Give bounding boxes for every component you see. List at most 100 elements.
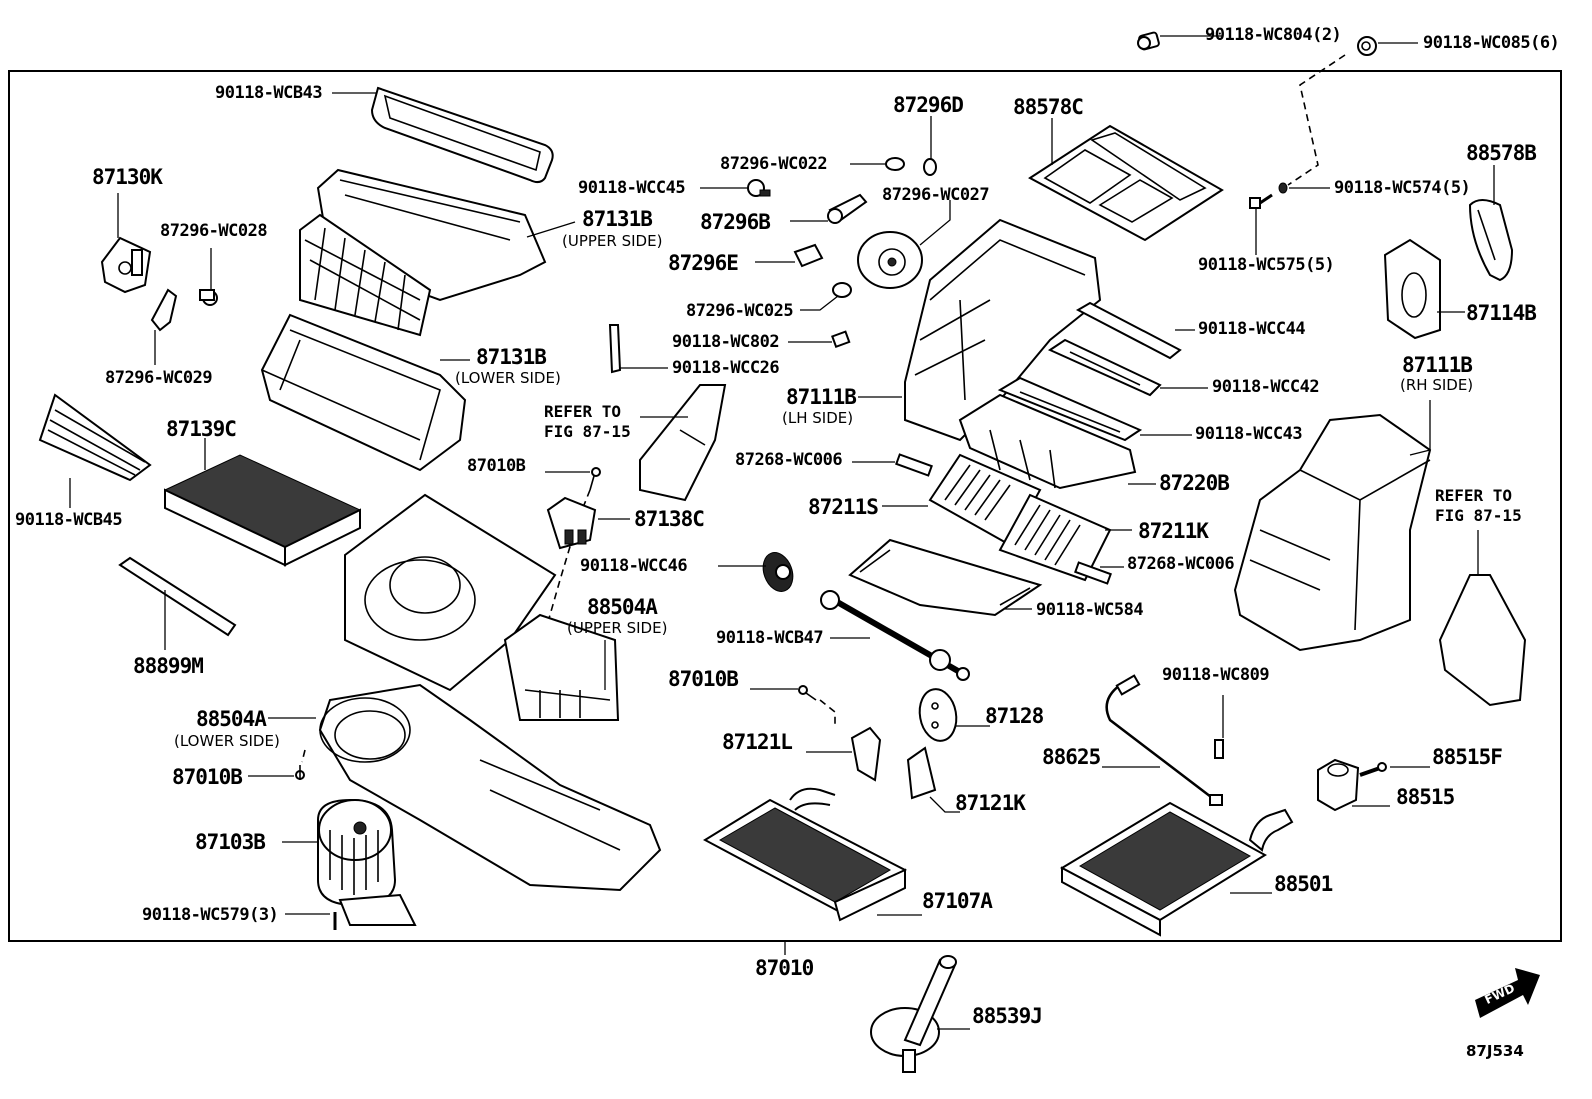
label-87211k[interactable]: 87211K: [1138, 519, 1209, 543]
label-88504a-lower[interactable]: 88504A: [196, 707, 267, 731]
case-88504a-upper-housing-icon: [344, 493, 557, 692]
note-lh-side: (LH SIDE): [782, 409, 854, 427]
refer-to-fig-left[interactable]: REFER TO FIG 87-15: [544, 402, 631, 441]
label-88578c[interactable]: 88578C: [1013, 95, 1084, 119]
drain-hose-88539j-icon: [870, 955, 957, 1073]
label-87139c[interactable]: 87139C: [166, 417, 237, 441]
label-90118-wcc45[interactable]: 90118-WCC45: [578, 178, 686, 198]
label-87296-wc022[interactable]: 87296-WC022: [720, 154, 828, 174]
screw-90118-wc575-icon: [1249, 193, 1273, 209]
label-87296b[interactable]: 87296B: [700, 210, 771, 234]
label-87296-wc025[interactable]: 87296-WC025: [686, 301, 794, 321]
case-87220b-icon: [958, 393, 1137, 490]
label-87010b-a[interactable]: 87010B: [467, 456, 526, 476]
case-88504a-lower-icon: [318, 683, 662, 892]
damper-90118-wcc42-icon: [1047, 338, 1162, 397]
gasket-88578b-icon: [1468, 199, 1514, 282]
sensor-88625-icon: [1105, 674, 1223, 806]
label-87114b[interactable]: 87114B: [1466, 301, 1537, 325]
label-87131b-lower[interactable]: 87131B: [476, 345, 547, 369]
seal-87268-wc006-b-icon: [1074, 561, 1112, 585]
expansion-valve-88515-icon: [1317, 758, 1360, 812]
screw-90118-wcc45-icon: [747, 179, 771, 197]
resistor-87138c-icon: [546, 496, 597, 550]
damper-90118-wcc43-icon: [997, 376, 1143, 442]
label-90118-wcc26[interactable]: 90118-WCC26: [672, 358, 780, 378]
label-88539j[interactable]: 88539J: [972, 1004, 1043, 1028]
label-90118-wcc43[interactable]: 90118-WCC43: [1195, 424, 1303, 444]
label-87296e[interactable]: 87296E: [668, 251, 739, 275]
seal-90118-wcc26-icon: [608, 324, 622, 374]
clip-90118-wc809-icon: [1214, 739, 1224, 759]
screw-87010b-c-icon: [295, 765, 305, 780]
label-90118-wc575[interactable]: 90118-WC575(5): [1198, 255, 1335, 275]
note-lower-side: (LOWER SIDE): [455, 369, 561, 387]
label-90118-wcb47[interactable]: 90118-WCB47: [716, 628, 824, 648]
cover-88578c-icon: [1028, 124, 1224, 242]
actuator-87130k-icon: [100, 236, 152, 294]
filter-87139c-icon: [163, 454, 362, 567]
seal-90118-wcb45-icon: [38, 393, 152, 482]
label-87138c[interactable]: 87138C: [634, 507, 705, 531]
seal-87268-wc006-a-icon: [895, 453, 933, 477]
clip-90118-wc802-icon: [831, 330, 851, 349]
label-87010b-b[interactable]: 87010B: [668, 667, 739, 691]
note-88504a-lower-side: (LOWER SIDE): [174, 732, 280, 750]
clip-87296-wc025-icon: [832, 282, 852, 298]
label-87268-wc006-b[interactable]: 87268-WC006: [1127, 554, 1235, 574]
label-90118-wc802[interactable]: 90118-WC802: [672, 332, 780, 352]
refer-to-fig-right[interactable]: REFER TO FIG 87-15: [1435, 486, 1522, 525]
label-90118-wcc44[interactable]: 90118-WCC44: [1198, 319, 1306, 339]
label-87268-wc006-a[interactable]: 87268-WC006: [735, 450, 843, 470]
label-87010b-c[interactable]: 87010B: [172, 765, 243, 789]
gear-87296-wc027-icon: [857, 231, 923, 289]
label-87130k[interactable]: 87130K: [92, 165, 163, 189]
label-87296d[interactable]: 87296D: [893, 93, 964, 117]
label-87296-wc029[interactable]: 87296-WC029: [105, 368, 213, 388]
cover-87128-icon: [918, 688, 958, 742]
label-90118-wc804[interactable]: 90118-WC804(2): [1205, 25, 1342, 45]
label-90118-wc584[interactable]: 90118-WC584: [1036, 600, 1144, 620]
label-assembly-87010[interactable]: 87010: [755, 956, 814, 980]
label-88515[interactable]: 88515: [1396, 785, 1455, 809]
label-87128[interactable]: 87128: [985, 704, 1044, 728]
label-90118-wc809[interactable]: 90118-WC809: [1162, 665, 1270, 685]
label-87211s[interactable]: 87211S: [808, 495, 879, 519]
label-87107a[interactable]: 87107A: [922, 889, 993, 913]
label-87296-wc027[interactable]: 87296-WC027: [882, 185, 990, 205]
fwd-arrow-icon: [1475, 968, 1540, 1018]
label-88501[interactable]: 88501: [1274, 872, 1333, 896]
grommet-90118-wc085-icon: [1357, 36, 1377, 56]
label-87121l[interactable]: 87121L: [722, 730, 793, 754]
seal-88899m-icon: [118, 556, 237, 637]
label-90118-wcb45[interactable]: 90118-WCB45: [15, 510, 123, 530]
assembly-frame: [8, 70, 1562, 942]
label-90118-wc579[interactable]: 90118-WC579(3): [142, 905, 279, 925]
label-90118-wc574[interactable]: 90118-WC574(5): [1334, 178, 1471, 198]
duct-87114b-icon: [1383, 238, 1441, 340]
label-87111b-lh[interactable]: 87111B: [786, 385, 857, 409]
label-88578b[interactable]: 88578B: [1466, 141, 1537, 165]
label-87296-wc028[interactable]: 87296-WC028: [160, 221, 268, 241]
label-88515f[interactable]: 88515F: [1432, 745, 1503, 769]
label-88504a-upper[interactable]: 88504A: [587, 595, 658, 619]
label-88899m[interactable]: 88899M: [133, 654, 204, 678]
lever-87296d-icon: [923, 158, 937, 176]
bolt-88515f-icon: [1359, 762, 1387, 777]
label-88625[interactable]: 88625: [1042, 745, 1101, 769]
label-87131b-upper[interactable]: 87131B: [582, 207, 653, 231]
door-87211s-icon: [928, 453, 1042, 547]
label-87111b-rh[interactable]: 87111B: [1402, 353, 1473, 377]
bracket-87121k-icon: [906, 746, 937, 800]
label-87121k[interactable]: 87121K: [955, 791, 1026, 815]
label-90118-wcc46[interactable]: 90118-WCC46: [580, 556, 688, 576]
label-90118-wc085[interactable]: 90118-WC085(6): [1423, 33, 1560, 53]
label-90118-wcc42[interactable]: 90118-WCC42: [1212, 377, 1320, 397]
label-87103b[interactable]: 87103B: [195, 830, 266, 854]
label-90118-wcb43[interactable]: 90118-WCB43: [215, 83, 323, 103]
label-87220b[interactable]: 87220B: [1159, 471, 1230, 495]
door-90118-wc584-icon: [848, 538, 1043, 617]
duct-87131b-lower-icon: [260, 313, 467, 472]
